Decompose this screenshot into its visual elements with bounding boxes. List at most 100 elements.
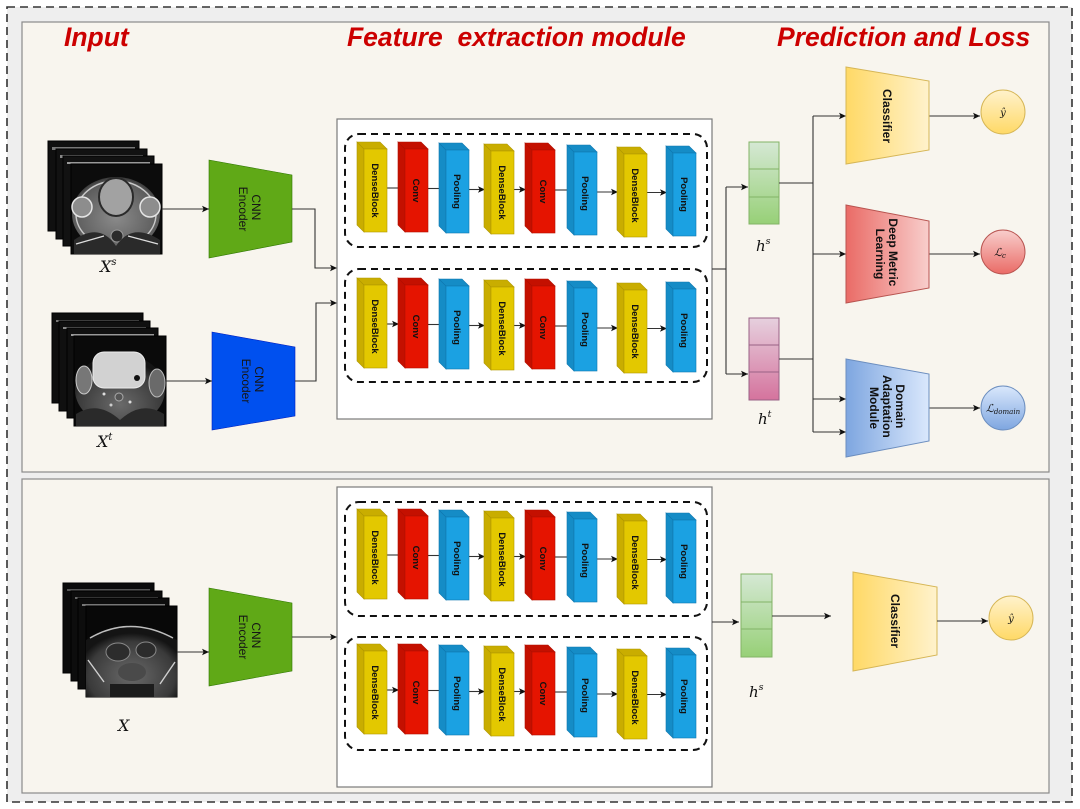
block-front-face xyxy=(573,151,598,236)
encoder-label-line: CNN xyxy=(252,366,266,392)
conv-block: Conv xyxy=(397,141,429,233)
pooling-block: Pooling xyxy=(665,145,697,237)
block-label: DenseBlock xyxy=(369,163,380,218)
block-side-face xyxy=(397,277,406,369)
heading-input: Input xyxy=(64,22,130,52)
pooling-block: Pooling xyxy=(665,647,697,739)
denseblock-block: DenseBlock xyxy=(483,510,515,602)
head-label-line: Domain xyxy=(893,384,907,428)
block-label: DenseBlock xyxy=(496,667,507,722)
head-label-line: Classifier xyxy=(888,594,902,648)
block-label: Pooling xyxy=(579,176,590,211)
block-front-face xyxy=(623,520,648,605)
domain-loss-symbol: ℒdomain xyxy=(986,402,1021,416)
inference-classifier-head: Classifier xyxy=(852,571,938,672)
block-front-face xyxy=(490,286,515,371)
block-side-face xyxy=(438,142,447,234)
block-side-face xyxy=(438,509,447,601)
target-mri-image-stack xyxy=(51,312,167,427)
block-label: DenseBlock xyxy=(629,168,640,223)
block-label: DenseBlock xyxy=(369,530,380,585)
block-label: Pooling xyxy=(678,679,689,714)
block-side-face xyxy=(524,509,533,601)
head-label-line: Module xyxy=(867,387,881,429)
encoder-label-line: Encoder xyxy=(236,187,250,232)
inference-cnn-encoder: CNN Encoder xyxy=(208,587,293,687)
encoder-label-line: Encoder xyxy=(239,359,253,404)
block-label: Conv xyxy=(537,180,548,204)
svg-text:CNN Encoder: CNN Encoder xyxy=(236,615,263,660)
denseblock-block: DenseBlock xyxy=(356,141,388,233)
training-branch-1-row: DenseBlock Conv Pooling DenseBlock Conv Pooli… xyxy=(356,141,697,238)
block-label: Conv xyxy=(410,546,421,570)
block-front-face xyxy=(623,289,648,374)
source-feature-label: hs xyxy=(756,236,771,255)
block-side-face xyxy=(616,146,625,238)
training-feature-extraction-box xyxy=(336,118,713,420)
encoder-label-line: CNN xyxy=(249,194,263,220)
block-label: Conv xyxy=(410,681,421,705)
block-label: DenseBlock xyxy=(369,299,380,354)
block-side-face xyxy=(356,277,365,369)
svg-text:Classifier: Classifier xyxy=(888,594,902,648)
block-side-face xyxy=(665,647,674,739)
training-panel: Input Feature extraction module Predicti… xyxy=(21,21,1050,473)
pooling-block: Pooling xyxy=(566,646,598,738)
block-label: Pooling xyxy=(678,544,689,579)
denseblock-block: DenseBlock xyxy=(356,643,388,735)
block-label: DenseBlock xyxy=(629,670,640,725)
pooling-block: Pooling xyxy=(438,278,470,370)
head-label-line: Classifier xyxy=(880,89,894,143)
pooling-block: Pooling xyxy=(438,509,470,601)
metric-loss-symbol: ℒc xyxy=(994,246,1006,260)
head-connectors xyxy=(779,112,980,436)
target-feature-vector xyxy=(748,317,780,401)
inference-feature-branch-1 xyxy=(344,501,708,617)
block-front-face xyxy=(445,516,470,601)
svg-text:CNN Encoder: CNN Encoder xyxy=(236,187,263,232)
block-front-face xyxy=(490,150,515,235)
block-side-face xyxy=(665,281,674,373)
pooling-block: Pooling xyxy=(438,644,470,736)
arrow-source-encoder-to-features xyxy=(292,208,337,272)
block-side-face xyxy=(356,508,365,600)
arrow-target-encoder-to-features xyxy=(295,299,337,382)
source-input-label: Xs xyxy=(98,257,117,276)
block-side-face xyxy=(524,278,533,370)
inference-input-label: X xyxy=(116,716,130,735)
training-input-connectors xyxy=(162,205,337,385)
encoder-label-line: Encoder xyxy=(236,615,250,660)
target-feature-label: ht xyxy=(758,409,772,428)
inference-prediction-output-node: ŷ xyxy=(988,595,1034,641)
block-side-face xyxy=(397,643,406,735)
block-side-face xyxy=(483,645,492,737)
block-side-face xyxy=(566,646,575,738)
training-feature-branch-2 xyxy=(344,268,708,383)
denseblock-block: DenseBlock xyxy=(356,508,388,600)
pooling-block: Pooling xyxy=(438,142,470,234)
block-label: Pooling xyxy=(678,313,689,348)
block-front-face xyxy=(672,519,697,604)
source-mri-image-stack xyxy=(47,140,163,255)
block-side-face xyxy=(616,513,625,605)
prediction-output-node: ŷ xyxy=(980,89,1026,135)
block-side-face xyxy=(438,644,447,736)
encoder-label-line: CNN xyxy=(249,622,263,648)
target-input-label: Xt xyxy=(95,432,113,451)
source-cnn-encoder: CNN Encoder xyxy=(208,159,293,259)
deep-metric-learning-head: Deep Metric Learning xyxy=(845,204,930,304)
inference-feature-label: hs xyxy=(749,682,764,701)
block-front-face xyxy=(404,650,429,735)
conv-block: Conv xyxy=(397,643,429,735)
inference-mri-image-stack xyxy=(62,582,178,698)
block-side-face xyxy=(524,644,533,736)
block-side-face xyxy=(566,511,575,603)
block-side-face xyxy=(483,143,492,235)
block-label: DenseBlock xyxy=(496,301,507,356)
block-side-face xyxy=(566,144,575,236)
